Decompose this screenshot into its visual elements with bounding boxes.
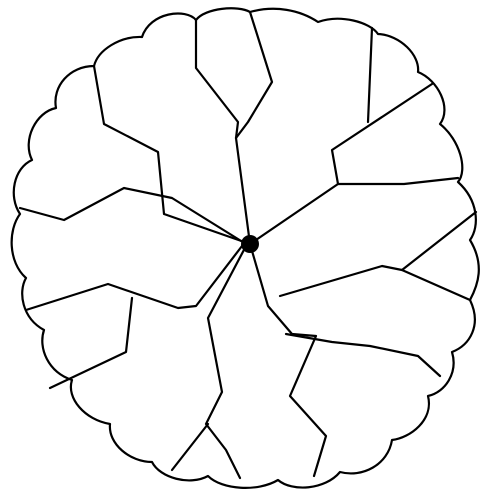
- piece-left-lower: [26, 246, 242, 310]
- piece-bottom-left-edge: [172, 424, 208, 470]
- piece-lower-left-spoke: [206, 246, 246, 478]
- piece-left: [20, 188, 246, 244]
- piece-upper-left: [94, 66, 250, 244]
- piece-top: [196, 20, 250, 244]
- center-dot: [241, 235, 259, 253]
- piece-top-right: [332, 84, 432, 184]
- piece-lower-right: [286, 334, 440, 376]
- piece-top-edge: [236, 12, 272, 138]
- piece-upper-right: [250, 178, 458, 244]
- piece-right: [280, 266, 470, 300]
- piece-right-upper: [402, 212, 476, 270]
- piece-top-right-edge: [368, 28, 372, 122]
- piece-bottom: [250, 244, 326, 476]
